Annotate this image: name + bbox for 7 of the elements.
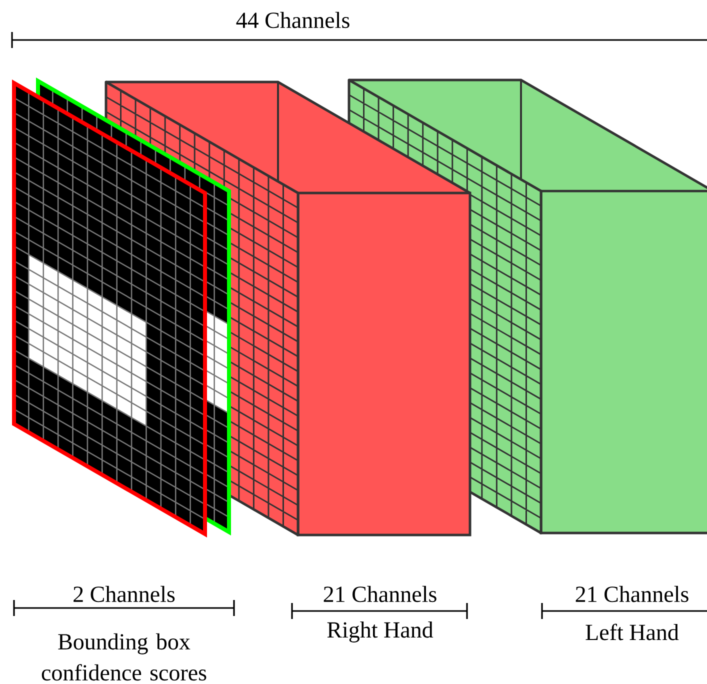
- dimension-label: Left Hand: [586, 624, 679, 640]
- dimension-label: 2 Channels: [74, 586, 175, 602]
- dimension-label: Bounding box confidence scores: [42, 633, 206, 681]
- dimension-label: 44 Channels: [236, 12, 350, 28]
- dimension-label: 21 Channels: [576, 586, 688, 602]
- dimension-label: 21 Channels: [324, 586, 436, 602]
- dimension-label: Right Hand: [327, 622, 434, 642]
